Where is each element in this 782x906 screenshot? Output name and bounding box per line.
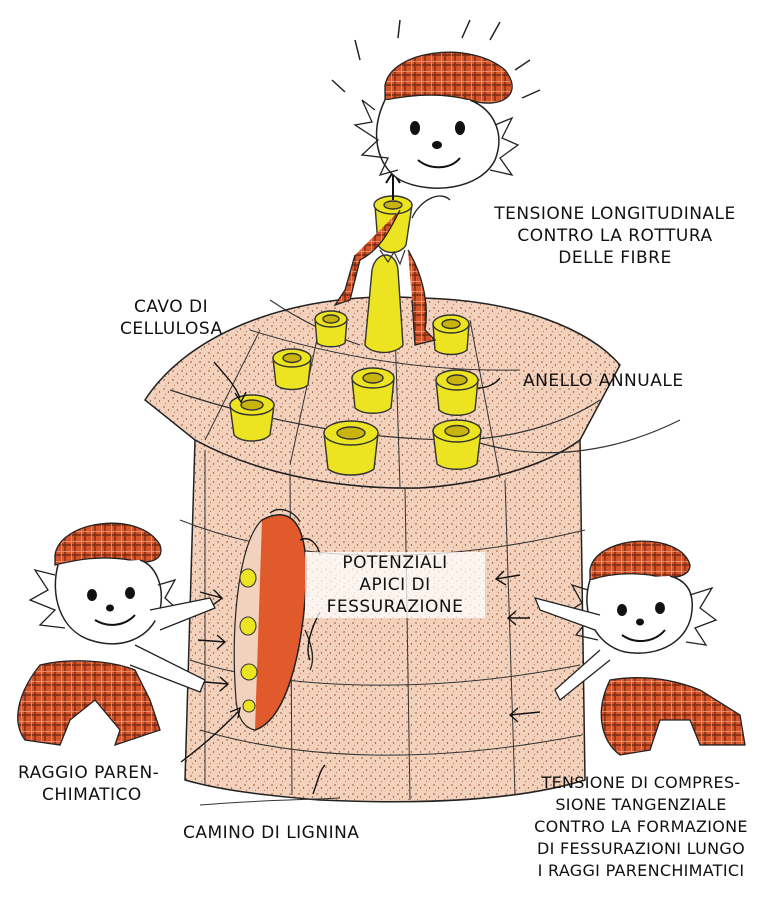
cartoon-character-top	[332, 20, 540, 345]
cartoon-character-left	[18, 523, 215, 745]
label-line: CELLULOSA	[120, 318, 223, 340]
label-longitudinal-tension: TENSIONE LONGITUDINALE CONTRO LA ROTTURA…	[455, 203, 775, 269]
label-line: TENSIONE DI COMPRES-	[500, 772, 782, 794]
label-line: TENSIONE LONGITUDINALE	[455, 203, 775, 225]
label-line: SIONE TANGENZIALE	[500, 794, 782, 816]
label-line: CHIMATICO	[18, 784, 159, 806]
label-cellulose-tube: CAVO DI CELLULOSA	[120, 296, 223, 340]
label-line: POTENZIALI	[305, 552, 485, 574]
label-line: I RAGGI PARENCHIMATICI	[500, 860, 782, 882]
label-line: CONTRO LA FORMAZIONE	[500, 816, 782, 838]
label-line: DI FESSURAZIONI LUNGO	[500, 838, 782, 860]
label-tangential-compression: TENSIONE DI COMPRES- SIONE TANGENZIALE C…	[500, 772, 782, 882]
label-annual-ring: ANELLO ANNUALE	[523, 370, 684, 392]
label-parenchyma-ray: RAGGIO PAREN- CHIMATICO	[18, 762, 159, 806]
label-line: FESSURAZIONE	[305, 596, 485, 618]
label-line: RAGGIO PAREN-	[18, 762, 159, 784]
label-line: DELLE FIBRE	[455, 247, 775, 269]
label-line: CONTRO LA ROTTURA	[455, 225, 775, 247]
label-lignin-chimney: CAMINO DI LIGNINA	[183, 822, 359, 844]
label-line: CAVO DI	[120, 296, 223, 318]
label-line: APICI DI	[305, 574, 485, 596]
label-crack-tips: POTENZIALI APICI DI FESSURAZIONE	[305, 552, 485, 618]
